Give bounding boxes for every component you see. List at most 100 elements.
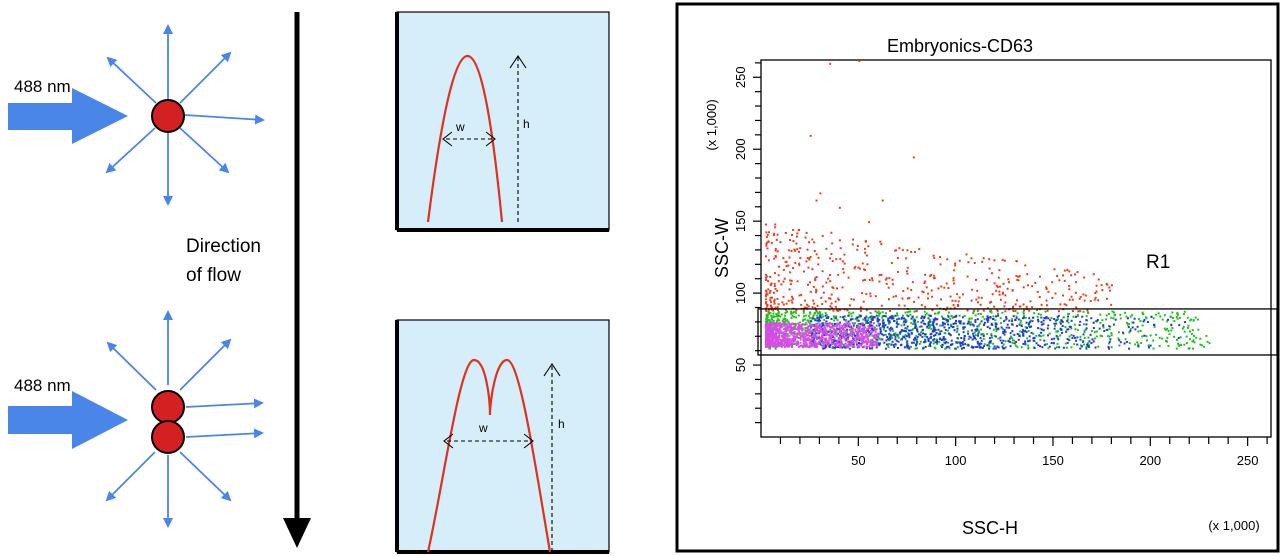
data-point-blue [903,320,906,323]
data-point-blue [1056,316,1059,319]
data-point-green [1145,317,1148,320]
data-point-magenta [822,344,825,347]
data-point-red [1056,274,1059,277]
data-point-blue [1005,326,1008,329]
data-point-magenta [850,334,853,337]
data-point-green [766,319,769,322]
data-point-magenta [804,330,807,333]
data-point-magenta [790,323,793,326]
data-point-blue [851,318,854,321]
data-point-magenta [775,324,778,327]
data-point-red [867,245,870,248]
data-point-green [990,333,993,336]
data-point-blue [1107,345,1110,348]
data-point-green [845,346,848,349]
data-point-magenta [833,342,836,345]
data-point-red [766,304,769,307]
data-point-red [923,282,926,285]
data-point-red [841,260,844,263]
data-point-magenta [873,327,876,330]
data-point-blue [823,334,826,337]
data-point-green [795,316,798,319]
data-point-red [839,247,842,250]
data-point-magenta [812,330,815,333]
data-point-green [1152,347,1155,350]
data-point-red [982,309,985,312]
data-point-blue [882,322,885,325]
data-point-green [793,331,796,334]
data-point-blue [1003,333,1006,336]
data-point-blue [1032,339,1035,342]
data-point-green [909,313,912,316]
data-point-green [1176,313,1179,316]
data-point-blue [841,346,844,349]
data-point-blue [980,320,983,323]
data-point-red [995,284,998,287]
data-point-red [896,257,899,260]
data-point-red [958,259,961,262]
data-point-red [871,279,874,282]
data-point-red [939,298,942,301]
data-point-blue [972,334,975,337]
data-point-green [848,311,851,314]
data-point-blue [968,335,971,338]
data-point-green [975,338,978,341]
data-point-blue [983,345,986,348]
data-point-red [800,293,803,296]
data-point-red [862,300,865,303]
data-point-magenta [783,337,786,340]
data-point-magenta [768,328,771,331]
data-point-red [925,286,928,289]
data-point-blue [1067,315,1070,318]
data-point-red [1094,296,1097,299]
data-point-red [812,299,815,302]
data-point-blue [895,322,898,325]
data-point-red [892,295,895,298]
data-point-green [1039,327,1042,330]
data-point-magenta [839,336,842,339]
x-tick-label: 200 [1139,453,1161,468]
data-point-red [812,285,815,288]
data-point-green [1070,327,1073,330]
data-point-green [983,318,986,321]
data-point-red [828,297,831,300]
data-point-red [817,256,820,259]
data-point-magenta [784,332,787,335]
data-point-magenta [797,330,800,333]
data-point-blue [830,317,833,320]
data-point-red [1040,303,1043,306]
data-point-blue [883,314,886,317]
data-point-blue [1007,340,1010,343]
data-point-blue [1052,342,1055,345]
data-point-red [954,262,957,265]
data-point-blue [891,327,894,330]
data-point-magenta [835,335,838,338]
data-point-magenta [851,322,854,325]
data-point-red [836,309,839,312]
plot-title: Embryonics-CD63 [887,36,1033,56]
data-point-blue [931,322,934,325]
data-point-magenta [798,332,801,335]
data-point-blue [1059,327,1062,330]
data-point-blue [858,342,861,345]
data-point-green [1004,340,1007,343]
data-point-magenta [792,337,795,340]
data-point-red [825,281,828,284]
data-point-blue [862,323,865,326]
data-point-red [800,303,803,306]
data-point-blue [1057,338,1060,341]
data-point-green [867,317,870,320]
data-point-red [943,286,946,289]
data-point-magenta [835,343,838,346]
data-point-blue [1053,318,1056,321]
data-point-magenta [818,335,821,338]
plot-frame [675,2,1280,553]
data-point-green [778,334,781,337]
data-point-red [777,280,780,283]
data-point-red [769,284,772,287]
data-point-magenta [813,333,816,336]
data-point-red [766,233,769,236]
data-point-red [1002,291,1005,294]
data-point-green [843,333,846,336]
data-point-magenta [847,341,850,344]
